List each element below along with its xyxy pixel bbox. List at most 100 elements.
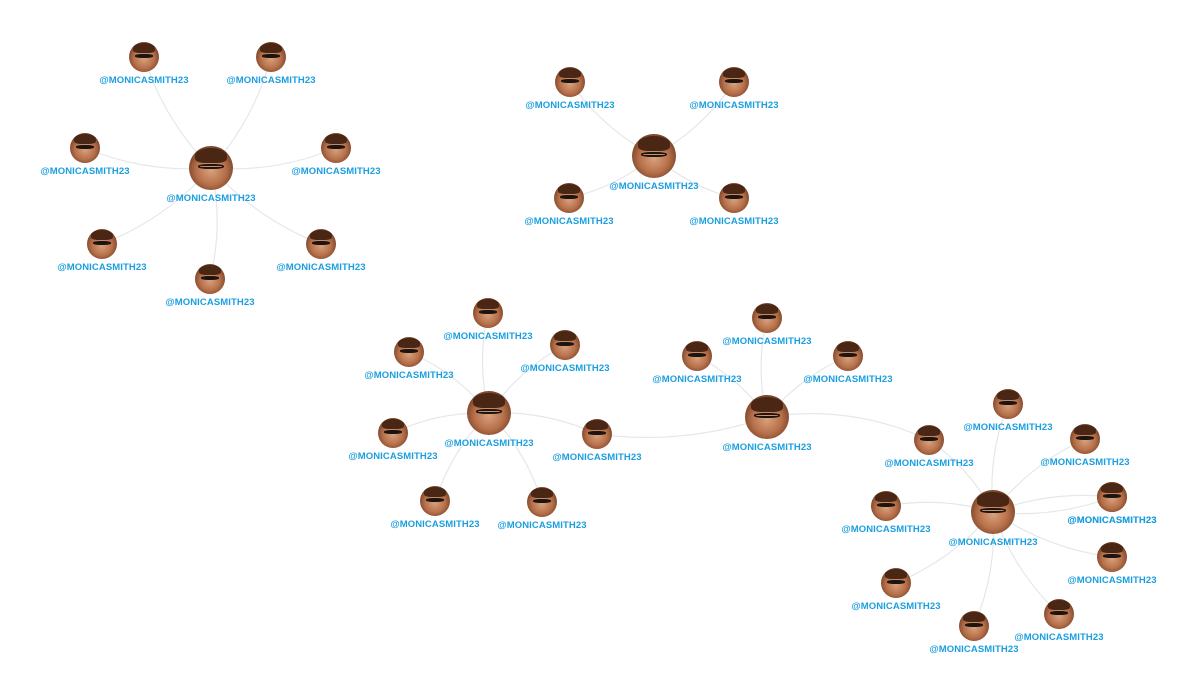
user-avatar-icon[interactable] xyxy=(719,67,749,97)
user-avatar-icon[interactable] xyxy=(1097,482,1127,512)
child-node-2-1[interactable]: @MONICASMITH23 xyxy=(364,337,454,381)
user-handle-label[interactable]: @MONICASMITH23 xyxy=(166,193,256,204)
user-handle-label[interactable]: @MONICASMITH23 xyxy=(444,438,534,449)
user-handle-label[interactable]: @MONICASMITH23 xyxy=(722,442,812,453)
user-handle-label[interactable]: @MONICASMITH23 xyxy=(1067,515,1157,526)
user-avatar-icon[interactable] xyxy=(550,330,580,360)
child-node-0-5[interactable]: @MONICASMITH23 xyxy=(276,229,366,273)
user-handle-label[interactable]: @MONICASMITH23 xyxy=(1067,575,1157,586)
child-node-3-1[interactable]: @MONICASMITH23 xyxy=(652,341,742,385)
child-node-4-0[interactable]: @MONICASMITH23 xyxy=(963,389,1053,433)
user-avatar-icon[interactable] xyxy=(306,229,336,259)
user-avatar-icon[interactable] xyxy=(554,183,584,213)
user-handle-label[interactable]: @MONICASMITH23 xyxy=(841,524,931,535)
user-handle-label[interactable]: @MONICASMITH23 xyxy=(722,336,812,347)
user-avatar-icon[interactable] xyxy=(1044,599,1074,629)
hub-node-4[interactable]: @MONICASMITH23 xyxy=(948,490,1038,548)
user-avatar-icon[interactable] xyxy=(129,42,159,72)
child-node-0-3[interactable]: @MONICASMITH23 xyxy=(291,133,381,177)
child-node-2-2[interactable]: @MONICASMITH23 xyxy=(520,330,610,374)
child-node-2-5[interactable]: @MONICASMITH23 xyxy=(390,486,480,530)
hub-node-2[interactable]: @MONICASMITH23 xyxy=(444,391,534,449)
child-node-0-1[interactable]: @MONICASMITH23 xyxy=(226,42,316,86)
child-node-4-6[interactable]: @MONICASMITH23 xyxy=(851,568,941,612)
user-avatar-icon[interactable] xyxy=(467,391,511,435)
child-node-0-6[interactable]: @MONICASMITH23 xyxy=(165,264,255,308)
hub-node-1[interactable]: @MONICASMITH23 xyxy=(609,134,699,192)
child-node-1-3[interactable]: @MONICASMITH23 xyxy=(689,183,779,227)
user-avatar-icon[interactable] xyxy=(195,264,225,294)
user-handle-label[interactable]: @MONICASMITH23 xyxy=(1040,457,1130,468)
user-handle-label[interactable]: @MONICASMITH23 xyxy=(525,100,615,111)
user-handle-label[interactable]: @MONICASMITH23 xyxy=(364,370,454,381)
child-node-4-3[interactable]: @MONICASMITH23 xyxy=(841,491,931,535)
child-node-1-0[interactable]: @MONICASMITH23 xyxy=(525,67,615,111)
child-node-2-0[interactable]: @MONICASMITH23 xyxy=(443,298,533,342)
child-node-2-6[interactable]: @MONICASMITH23 xyxy=(497,487,587,531)
user-avatar-icon[interactable] xyxy=(420,486,450,516)
user-avatar-icon[interactable] xyxy=(1070,424,1100,454)
user-handle-label[interactable]: @MONICASMITH23 xyxy=(57,262,147,273)
user-handle-label[interactable]: @MONICASMITH23 xyxy=(1067,515,1157,526)
user-avatar-icon[interactable] xyxy=(833,341,863,371)
user-avatar-icon[interactable] xyxy=(881,568,911,598)
user-handle-label[interactable]: @MONICASMITH23 xyxy=(520,363,610,374)
user-handle-label[interactable]: @MONICASMITH23 xyxy=(497,520,587,531)
child-node-4-9[interactable]: @MONICASMITH23 xyxy=(1067,482,1157,526)
user-avatar-icon[interactable] xyxy=(70,133,100,163)
child-node-4-8[interactable]: @MONICASMITH23 xyxy=(929,611,1019,655)
user-handle-label[interactable]: @MONICASMITH23 xyxy=(99,75,189,86)
user-avatar-icon[interactable] xyxy=(527,487,557,517)
user-handle-label[interactable]: @MONICASMITH23 xyxy=(689,100,779,111)
user-handle-label[interactable]: @MONICASMITH23 xyxy=(276,262,366,273)
user-avatar-icon[interactable] xyxy=(394,337,424,367)
user-handle-label[interactable]: @MONICASMITH23 xyxy=(40,166,130,177)
user-handle-label[interactable]: @MONICASMITH23 xyxy=(963,422,1053,433)
hub-node-0[interactable]: @MONICASMITH23 xyxy=(166,146,256,204)
user-handle-label[interactable]: @MONICASMITH23 xyxy=(803,374,893,385)
user-avatar-icon[interactable] xyxy=(993,389,1023,419)
user-avatar-icon[interactable] xyxy=(87,229,117,259)
user-handle-label[interactable]: @MONICASMITH23 xyxy=(929,644,1019,655)
user-avatar-icon[interactable] xyxy=(745,395,789,439)
user-avatar-icon[interactable] xyxy=(971,490,1015,534)
user-handle-label[interactable]: @MONICASMITH23 xyxy=(851,601,941,612)
user-avatar-icon[interactable] xyxy=(719,183,749,213)
user-handle-label[interactable]: @MONICASMITH23 xyxy=(689,216,779,227)
user-handle-label[interactable]: @MONICASMITH23 xyxy=(652,374,742,385)
user-avatar-icon[interactable] xyxy=(682,341,712,371)
child-node-3-2[interactable]: @MONICASMITH23 xyxy=(803,341,893,385)
user-handle-label[interactable]: @MONICASMITH23 xyxy=(291,166,381,177)
user-avatar-icon[interactable] xyxy=(752,303,782,333)
user-avatar-icon[interactable] xyxy=(959,611,989,641)
user-handle-label[interactable]: @MONICASMITH23 xyxy=(948,537,1038,548)
user-handle-label[interactable]: @MONICASMITH23 xyxy=(165,297,255,308)
child-node-2-3[interactable]: @MONICASMITH23 xyxy=(348,418,438,462)
user-handle-label[interactable]: @MONICASMITH23 xyxy=(552,452,642,463)
child-node-3-0[interactable]: @MONICASMITH23 xyxy=(722,303,812,347)
user-avatar-icon[interactable] xyxy=(256,42,286,72)
user-handle-label[interactable]: @MONICASMITH23 xyxy=(390,519,480,530)
child-node-0-4[interactable]: @MONICASMITH23 xyxy=(57,229,147,273)
user-avatar-icon[interactable] xyxy=(914,425,944,455)
user-avatar-icon[interactable] xyxy=(1097,542,1127,572)
user-handle-label[interactable]: @MONICASMITH23 xyxy=(524,216,614,227)
user-handle-label[interactable]: @MONICASMITH23 xyxy=(1014,632,1104,643)
user-avatar-icon[interactable] xyxy=(555,67,585,97)
user-avatar-icon[interactable] xyxy=(632,134,676,178)
user-handle-label[interactable]: @MONICASMITH23 xyxy=(884,458,974,469)
user-handle-label[interactable]: @MONICASMITH23 xyxy=(443,331,533,342)
user-handle-label[interactable]: @MONICASMITH23 xyxy=(609,181,699,192)
user-handle-label[interactable]: @MONICASMITH23 xyxy=(226,75,316,86)
child-node-2-4[interactable]: @MONICASMITH23 xyxy=(552,419,642,463)
child-node-4-5[interactable]: @MONICASMITH23 xyxy=(1067,542,1157,586)
user-avatar-icon[interactable] xyxy=(582,419,612,449)
user-avatar-icon[interactable] xyxy=(473,298,503,328)
child-node-4-2[interactable]: @MONICASMITH23 xyxy=(1040,424,1130,468)
user-avatar-icon[interactable] xyxy=(871,491,901,521)
child-node-4-1[interactable]: @MONICASMITH23 xyxy=(884,425,974,469)
child-node-0-2[interactable]: @MONICASMITH23 xyxy=(40,133,130,177)
user-avatar-icon[interactable] xyxy=(189,146,233,190)
child-node-4-7[interactable]: @MONICASMITH23 xyxy=(1014,599,1104,643)
child-node-0-0[interactable]: @MONICASMITH23 xyxy=(99,42,189,86)
